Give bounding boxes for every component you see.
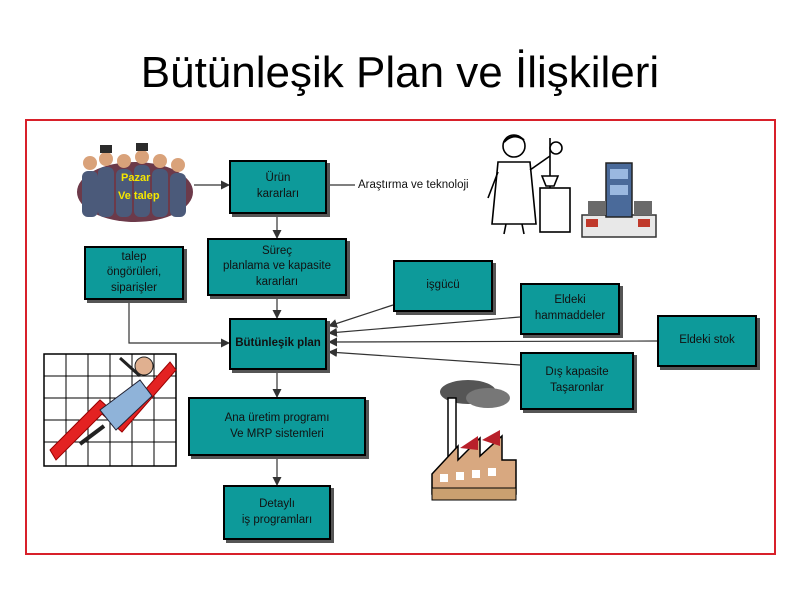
research-label: Araştırma ve teknoloji bbox=[358, 179, 469, 191]
box-process-capacity: Süreç planlama ve kapasite kararları bbox=[207, 238, 347, 296]
crowd-illustration bbox=[76, 137, 194, 223]
chart-man-illustration bbox=[43, 353, 177, 467]
machine-illustration bbox=[581, 162, 657, 238]
box-inventory: Eldeki stok bbox=[657, 315, 757, 367]
market-label-1: Pazar bbox=[121, 172, 151, 184]
arrow-stock-to-plan bbox=[328, 337, 658, 347]
arrow-capacity-to-plan bbox=[328, 348, 521, 366]
factory-illustration bbox=[431, 380, 517, 501]
arrow-demand-to-plan bbox=[128, 300, 230, 348]
box-raw-materials: Eldeki hammaddeler bbox=[520, 283, 620, 335]
box-external-capacity: Dış kapasite Taşaronlar bbox=[520, 352, 634, 410]
scientist-illustration bbox=[487, 134, 571, 235]
page-title: Bütünleşik Plan ve İlişkileri bbox=[140, 48, 660, 97]
box-aggregate-plan: Bütünleşik plan bbox=[229, 318, 327, 370]
box-demand-forecasts: talep öngörüleri, siparişler bbox=[84, 246, 184, 300]
box-detailed-schedules: Detaylı iş programları bbox=[223, 485, 331, 540]
box-master-schedule: Ana üretim programı Ve MRP sistemleri bbox=[188, 397, 366, 456]
diagram-frame bbox=[25, 119, 776, 555]
market-label-2: Ve talep bbox=[118, 190, 160, 202]
arrow-materials-to-plan bbox=[328, 316, 521, 337]
arrow-labor-to-plan bbox=[328, 304, 394, 328]
box-labor: işgücü bbox=[393, 260, 493, 312]
box-product-decisions: Ürün kararları bbox=[229, 160, 327, 214]
